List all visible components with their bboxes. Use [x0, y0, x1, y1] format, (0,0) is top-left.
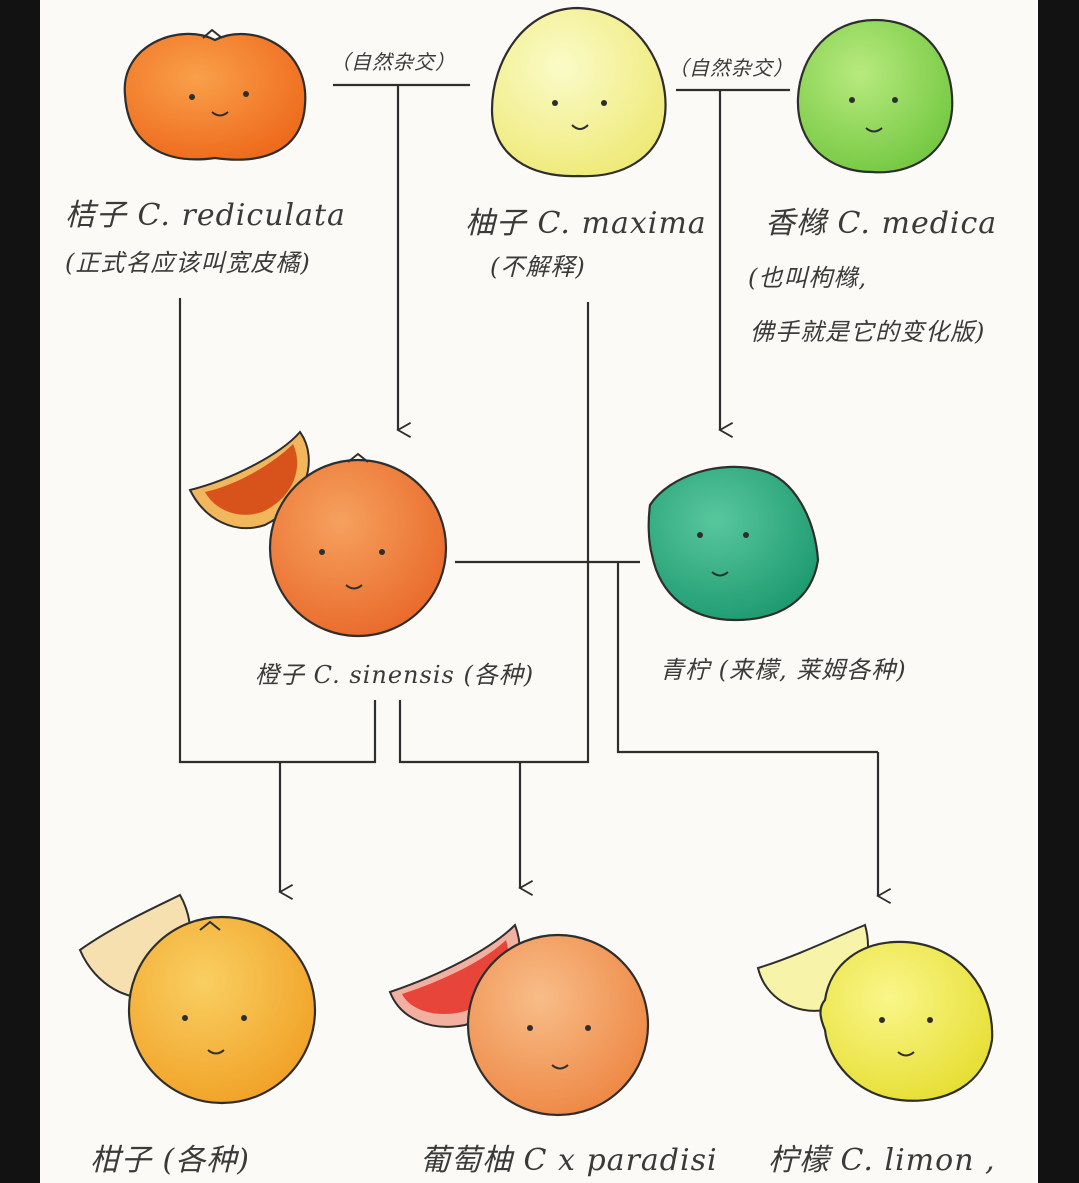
mandarin-note: (正式名应该叫宽皮橘) — [65, 249, 311, 277]
pomelo-illustration — [490, 6, 667, 178]
pomelo-name: 柚子 C. maxima — [465, 206, 707, 241]
tangerine-illustration — [78, 893, 317, 1105]
pomelo-note: (不解释) — [490, 253, 586, 281]
orange-illustration — [188, 430, 448, 638]
citron-name: 香橼 C. medica — [765, 206, 998, 241]
lime-name: 青柠 (来檬, 莱姆各种) — [660, 656, 907, 684]
orange-name: 橙子 C. sinensis (各种) — [255, 661, 535, 689]
mandarin-name: 桔子 C. rediculata — [65, 198, 346, 233]
edge-label-hybrid-right: （自然杂交） — [668, 56, 794, 80]
connector-lines — [178, 83, 878, 896]
grapefruit-name: 葡萄柚 C x paradisi — [420, 1143, 718, 1178]
edge-label-hybrid-left: （自然杂交） — [330, 50, 456, 74]
lime-to-lemon-line — [616, 562, 878, 754]
tangerine-name: 柑子 (各种) — [90, 1143, 250, 1178]
citron-note-line1: (也叫枸橼, — [748, 264, 867, 292]
lemon-name: 柠檬 C. limon , — [768, 1143, 996, 1178]
citron-illustration — [796, 18, 954, 174]
citron-note-line2: 佛手就是它的变化版) — [750, 318, 986, 346]
lemon-illustration — [756, 923, 994, 1102]
grapefruit-illustration — [388, 923, 650, 1117]
lime-illustration — [647, 465, 820, 622]
mandarin-to-tangerine-line — [178, 298, 377, 764]
mandarin-illustration — [123, 28, 307, 161]
pomelo-to-grapefruit-line — [398, 302, 590, 764]
